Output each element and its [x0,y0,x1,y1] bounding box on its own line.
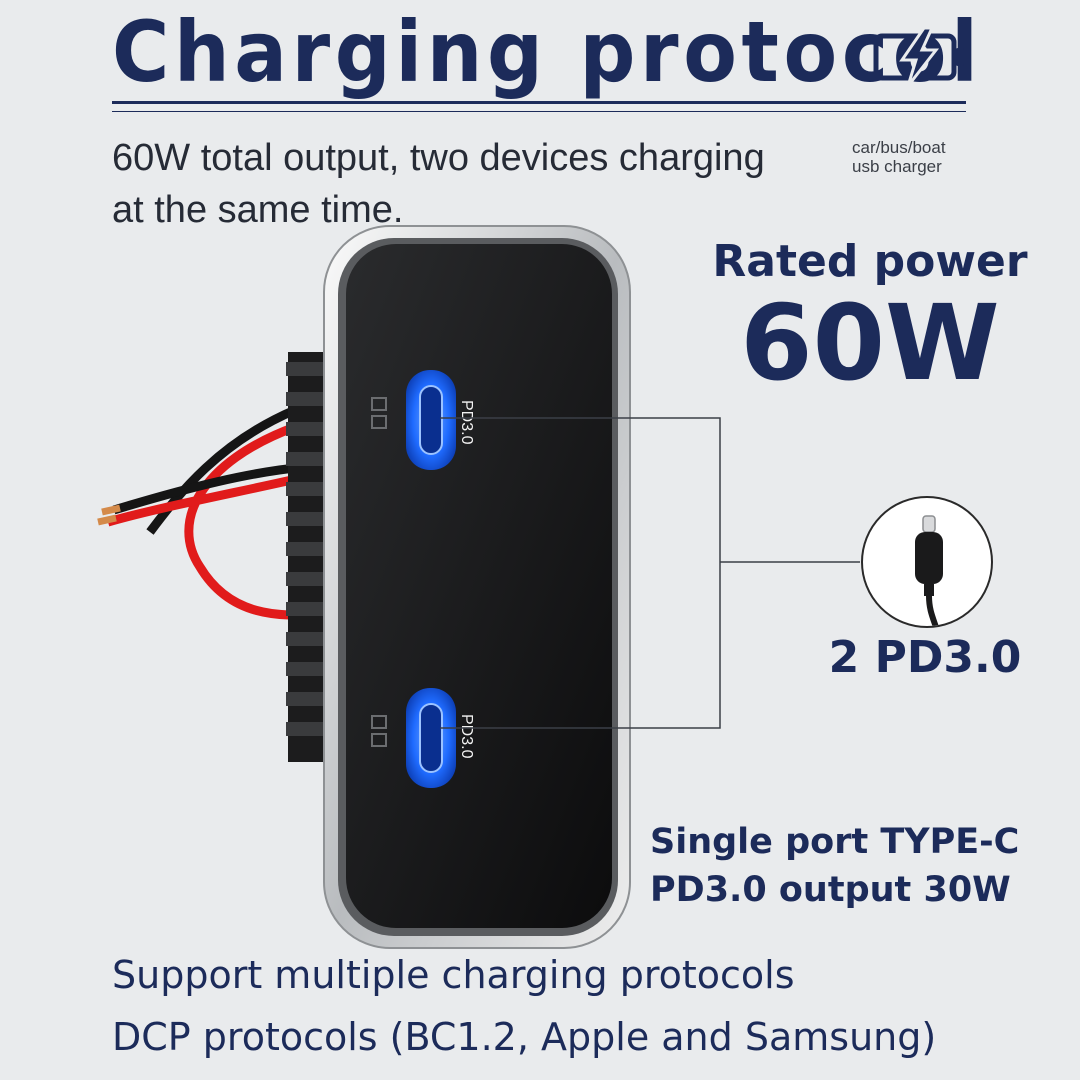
usb-charger-illustration: PD3.0 PD3.0 [97,225,631,949]
output-description: 60W total output, two devices charging a… [112,132,812,236]
port-top-label: PD3.0 [458,400,475,445]
protocol-support-line2: DCP protocols (BC1.2, Apple and Samsung) [112,1015,937,1059]
battery-bolt-icon [873,26,964,87]
port-callout-lines [440,417,860,729]
rated-power-label: Rated power [712,236,1028,287]
page-title: Charging protocol [112,3,983,101]
single-port-spec-line2: PD3.0 output 30W [650,870,1011,910]
usb-c-port-top [371,370,456,470]
title-rule [112,101,966,104]
protocol-support: Support multiple charging protocols DCP … [112,944,1052,1068]
rated-power-value: 60W [740,282,1000,404]
protocol-support-line1: Support multiple charging protocols [112,953,795,997]
output-description-line2: at the same time. [112,189,404,231]
port-count-label: 2 PD3.0 [828,632,1022,683]
port-bottom-label: PD3.0 [458,714,475,759]
title-rule-thin [112,111,966,112]
vehicle-tag-line1: car/bus/boat [852,138,946,157]
usb-c-plug-icon [915,515,943,626]
vehicle-tag: car/bus/boat usb charger [852,138,992,176]
single-port-spec-line1: Single port TYPE-C [650,822,1020,862]
vehicle-tag-line2: usb charger [852,157,942,176]
output-description-line1: 60W total output, two devices charging [112,137,765,179]
usb-c-port-bottom [371,688,456,788]
wires [97,405,321,620]
usb-c-cable-badge [861,496,993,628]
single-port-spec: Single port TYPE-C PD3.0 output 30W [650,818,1070,914]
